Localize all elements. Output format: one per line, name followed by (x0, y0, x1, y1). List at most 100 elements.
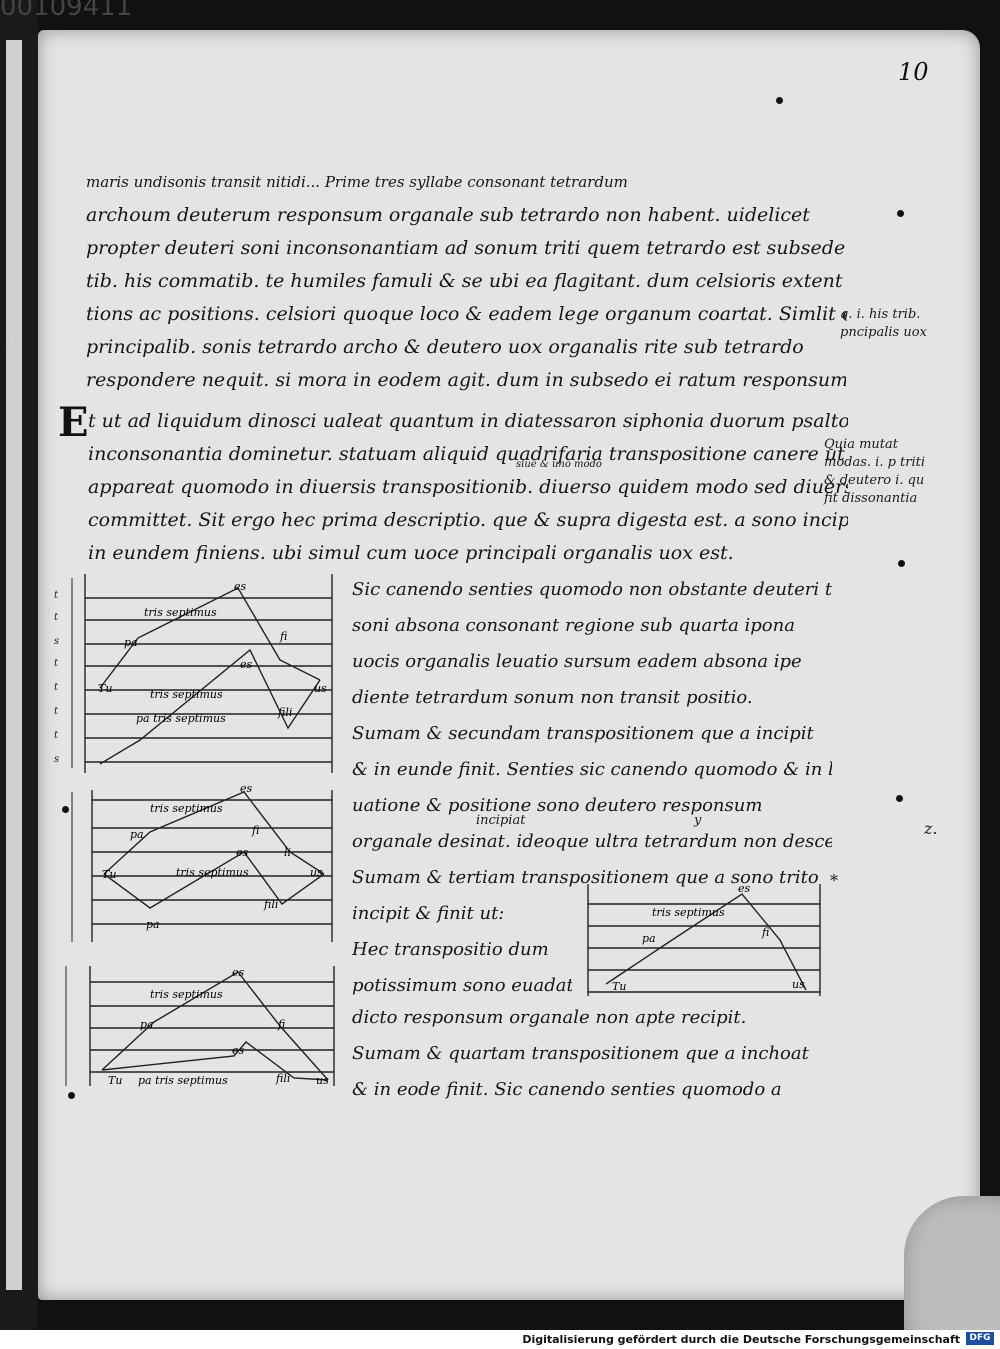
syllable: es (232, 1044, 245, 1057)
syllable: es (240, 782, 253, 795)
syllable: li (284, 846, 291, 859)
text-line: t ut ad liquidum dinosci ualeat quantum … (88, 410, 848, 432)
text-line: inconsonantia dominetur. statuam aliquid… (88, 443, 845, 465)
syllable: Tu (102, 868, 116, 881)
row-mark: t (54, 590, 59, 601)
syllable: Tu (612, 980, 626, 993)
text-line: potissimum sono euadat (352, 975, 572, 996)
text-line: & in eode finit. Sic canendo senties quo… (352, 1079, 782, 1100)
text-line: propter deuteri soni inconsonantiam ad s… (86, 237, 846, 259)
syllable: tris septimus (144, 606, 217, 619)
ink-dot (896, 795, 903, 802)
text-line: uatione & positione sono deutero respons… (352, 795, 763, 816)
margin-note: l (6, 337, 11, 353)
text-line: respondere nequit. si mora in eodem agit… (86, 369, 846, 391)
syllable: es (236, 846, 249, 859)
decorated-initial: E (58, 399, 89, 446)
text-line: Hec transpositio dum (352, 939, 549, 960)
interlinear-note: y (694, 813, 702, 828)
row-mark: t (54, 658, 59, 669)
text-line: tib. his commatib. te humiles famuli & s… (86, 270, 846, 292)
text-line: archoum deuterum responsum organale sub … (86, 204, 810, 226)
syllable: tris septimus (150, 988, 223, 1001)
syllable: Tu (98, 682, 112, 695)
syllable: pa tris septimus (138, 1074, 228, 1087)
text-line: & in eunde finit. Senties sic canendo qu… (352, 759, 832, 780)
row-mark: t (54, 706, 59, 717)
text-line: Sic canendo senties quomodo non obstante… (352, 579, 832, 600)
syllable: Tu (108, 1074, 122, 1087)
organum-diagram-2: tris septimus pa es fi li Tu tris septim… (71, 782, 333, 942)
row-mark: s (54, 636, 59, 647)
syllable: pa (124, 636, 138, 649)
text-line: maris undisonis transit nitidi... Prime … (86, 173, 628, 191)
ink-dot (62, 806, 69, 813)
footer-bar: Digitalisierung gefördert durch die Deut… (0, 1330, 1000, 1349)
text-line: appareat quomodo in diuersis transpositi… (88, 476, 848, 498)
text-line: dicto responsum organale non apte recipi… (352, 1007, 747, 1028)
dfg-logo: DFG (966, 1332, 994, 1345)
syllable: pa (642, 932, 656, 945)
margin-star: * (830, 871, 838, 890)
binding-edge (0, 0, 38, 1330)
text-line: soni absona consonant regione sub quarta… (352, 615, 795, 636)
margin-note-line: & deutero i. qu (824, 473, 925, 488)
text-line: committet. Sit ergo hec prima descriptio… (88, 509, 848, 531)
folio-number: 10 (898, 58, 929, 86)
syllable: es (738, 882, 751, 895)
organum-diagram-3: tris septimus pa es fi es Tu pa tris sep… (65, 966, 335, 1087)
syllable: us (316, 1074, 329, 1087)
syllable: pa tris septimus (136, 712, 226, 725)
syllable: es (234, 580, 247, 593)
margin-note: q. i. his trib. pncipalis uox (840, 306, 927, 342)
text-line: principalib. sonis tetrardo archo & deut… (86, 336, 804, 358)
manuscript-page (38, 30, 980, 1300)
middle-paragraph: t ut ad liquidum dinosci ualeat quantum … (88, 405, 848, 570)
syllable: pa (140, 1018, 154, 1031)
syllable: fi (761, 926, 769, 939)
row-mark: t (54, 612, 59, 623)
right-column-text: Sic canendo senties quomodo non obstante… (352, 572, 832, 896)
syllable: fi (251, 824, 259, 837)
ink-dot (68, 1092, 75, 1099)
syllable: tris septimus (176, 866, 249, 879)
margin-note-line: modas. i. p triti (824, 455, 926, 470)
image-id-label: 00109411 (0, 0, 133, 22)
syllable: es (232, 966, 245, 979)
text-line: Sumam & secundam transpositionem que a i… (352, 723, 814, 744)
text-line: uocis organalis leuatio sursum eadem abs… (352, 651, 802, 672)
syllable: us (314, 682, 327, 695)
margin-note: Quia mutat modas. i. p triti & deutero i… (824, 436, 925, 508)
syllable: es (240, 658, 253, 671)
right-column-text-bottom: dicto responsum organale non apte recipi… (352, 1000, 822, 1108)
margin-note-line: Quia mutat (824, 437, 898, 452)
text-line: organale desinat. ideoque ultra tetrardu… (352, 831, 832, 852)
margin-note-line: fit dissonantia (824, 491, 918, 506)
syllable: us (792, 978, 805, 991)
syllable: fili (277, 706, 292, 719)
ink-dot (897, 210, 904, 217)
thumb (904, 1196, 1000, 1330)
text-line: tions ac positions. celsiori quoque loco… (86, 303, 846, 325)
syllable: tris septimus (150, 688, 223, 701)
row-mark: t (54, 730, 59, 741)
margin-note-line: pncipalis uox (840, 325, 927, 340)
syllable: fi (279, 630, 287, 643)
upper-paragraph: maris undisonis transit nitidi... Prime … (86, 166, 846, 397)
text-line: incipit & finit ut: (352, 903, 505, 924)
syllable: us (310, 866, 323, 879)
syllable: fili (275, 1072, 290, 1085)
interlinear-note: incipiat (476, 813, 526, 828)
row-mark: s (54, 754, 59, 765)
interlinear-note: siue & uno modo (516, 459, 602, 470)
syllable: fi (277, 1018, 285, 1031)
syllable: pa (130, 828, 144, 841)
text-line: in eundem finiens. ubi simul cum uoce pr… (88, 542, 734, 564)
syllable: tris septimus (150, 802, 223, 815)
organum-diagram-1: tris septimus pa es fi Tu tris septimus … (54, 574, 333, 773)
text-line: Sumam & quartam transpositionem que a in… (352, 1043, 809, 1064)
funding-credit: Digitalisierung gefördert durch die Deut… (522, 1333, 960, 1346)
ink-dot (898, 560, 905, 567)
syllable: pa (146, 918, 160, 931)
